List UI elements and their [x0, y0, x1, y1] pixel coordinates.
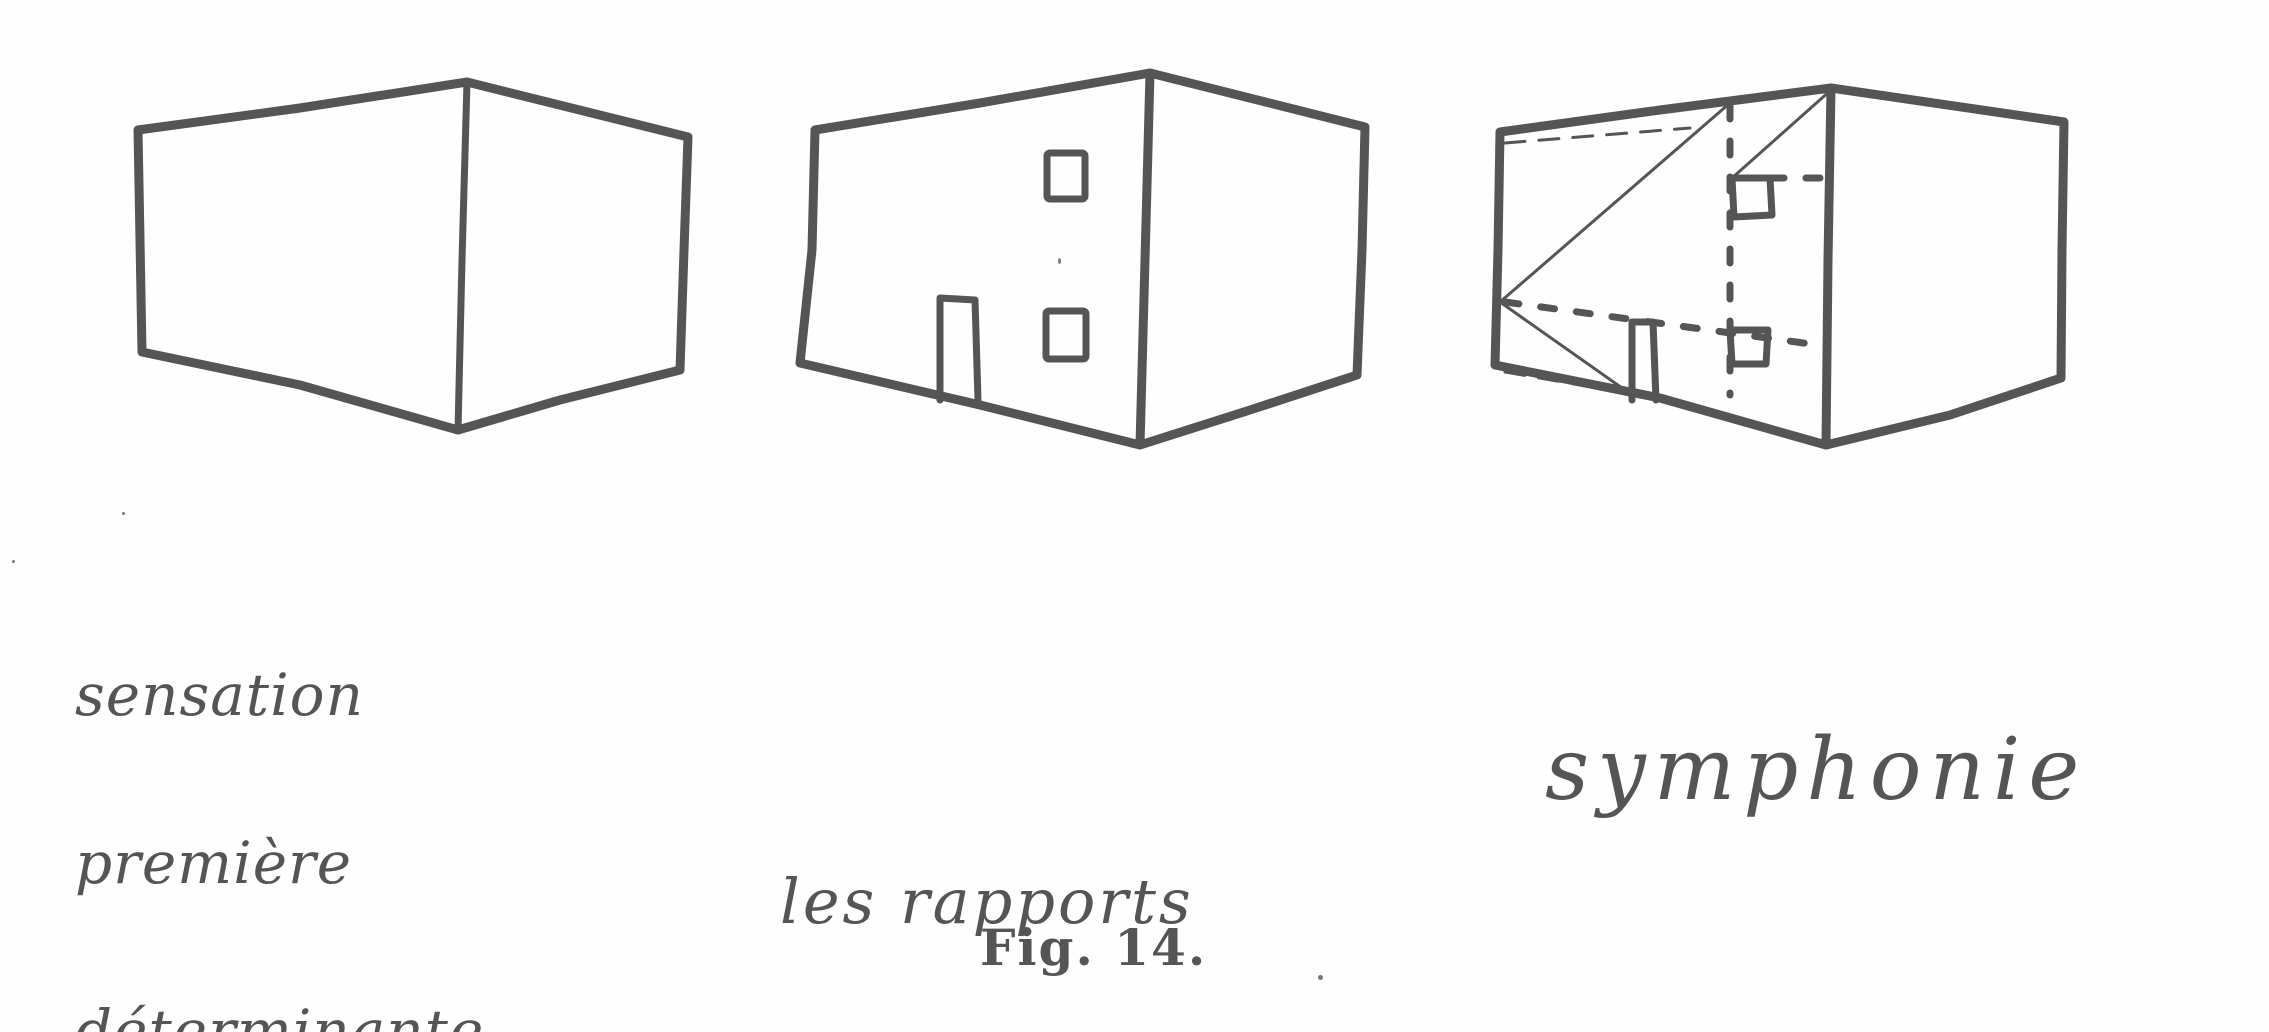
regulating-horizontal-lower — [1501, 298, 1822, 349]
regulating-diagonal-1 — [1498, 101, 1732, 304]
door — [936, 294, 982, 404]
label-line: première — [75, 829, 353, 897]
print-speck — [122, 512, 125, 515]
regulating-top-dashed — [1503, 126, 1692, 145]
window-lower — [1726, 326, 1772, 368]
print-speck — [1318, 975, 1323, 980]
window-upper — [1728, 174, 1776, 221]
box-2-drawing — [795, 68, 1370, 450]
regulating-diagonal-3 — [1498, 300, 1634, 397]
box-1-drawing — [133, 77, 693, 435]
panel-3-label: symphonie — [1545, 555, 2087, 985]
label-line: symphonie — [1545, 720, 2088, 820]
label-line: les rapports — [780, 865, 1194, 938]
window-upper — [1043, 149, 1089, 203]
regulating-diagonal-2 — [1730, 88, 1833, 180]
window-lower — [1042, 307, 1090, 363]
regulating-bottom-dashed — [1503, 370, 1622, 394]
panel-2-label: les rapports interviennent — [780, 722, 1243, 1032]
figure-caption: Fig. 14. — [980, 918, 1208, 977]
box-3-drawing — [1490, 83, 2069, 450]
label-line: sensation — [75, 661, 364, 729]
door — [1628, 318, 1660, 404]
print-speck — [12, 560, 15, 563]
panel-1-label: sensation première déterminante — [75, 555, 484, 1032]
print-speck — [1058, 258, 1061, 264]
label-line: déterminante — [75, 997, 485, 1032]
